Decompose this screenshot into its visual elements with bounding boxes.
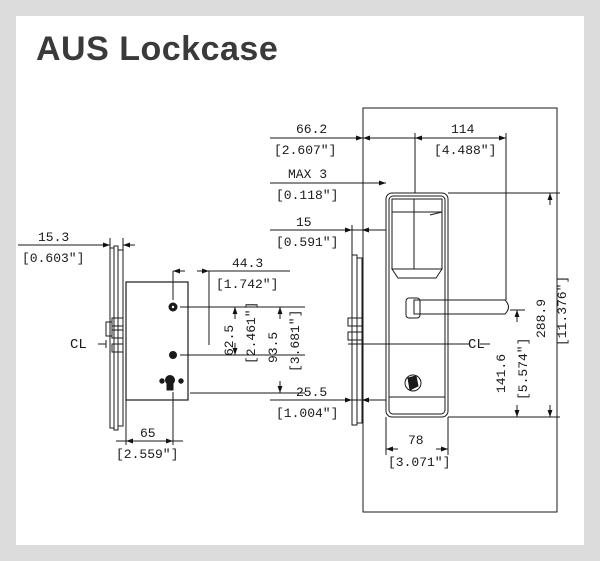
dim-62-5: 62.5	[222, 325, 237, 356]
dim-288-9: 288.9	[534, 299, 549, 338]
dimension-labels: 15.3 [0.603″] 44.3 [1.742″] 62.5 [2.461″…	[22, 122, 570, 470]
dim-15-inch: [0.591″]	[276, 235, 338, 250]
dim-114-inch: [4.488″]	[434, 143, 496, 158]
dim-44-3: 44.3	[232, 256, 263, 271]
dim-78-inch: [3.071″]	[388, 455, 450, 470]
handle-hole	[169, 351, 177, 359]
dim-78: 78	[408, 433, 424, 448]
dim-141-6: 141.6	[494, 354, 509, 393]
dim-44-3-inch: [1.742″]	[216, 277, 278, 292]
dim-max-3: MAX 3	[288, 167, 327, 182]
dim-65: 65	[140, 426, 156, 441]
dim-66-2-inch: [2.607″]	[274, 143, 336, 158]
drawing-panel	[16, 16, 584, 545]
dim-93-5-inch: [3.681″]	[288, 310, 303, 372]
door-front-view	[347, 107, 558, 513]
lockcase-side-view	[105, 245, 189, 431]
dim-15-3-inch: [0.603″]	[22, 251, 84, 266]
dim-141-6-inch: [5.574″]	[516, 338, 531, 400]
dim-93-5: 93.5	[266, 332, 281, 363]
cl-right-label: CL	[468, 337, 485, 353]
dim-max-3-inch: [0.118″]	[276, 188, 338, 203]
cl-left-label: CL	[70, 337, 87, 353]
dim-15-3: 15.3	[38, 230, 69, 245]
dim-15: 15	[296, 215, 312, 230]
dim-65-inch: [2.559″]	[116, 447, 178, 462]
dim-62-5-inch: [2.461″]	[244, 302, 259, 364]
dim-25-5: 25.5	[296, 385, 327, 400]
page-title: AUS Lockcase	[36, 30, 279, 68]
dim-25-5-inch: [1.004″]	[276, 406, 338, 421]
dim-288-9-inch: [11.376″]	[555, 276, 570, 346]
dim-114: 114	[451, 122, 475, 137]
dim-66-2: 66.2	[296, 122, 327, 137]
